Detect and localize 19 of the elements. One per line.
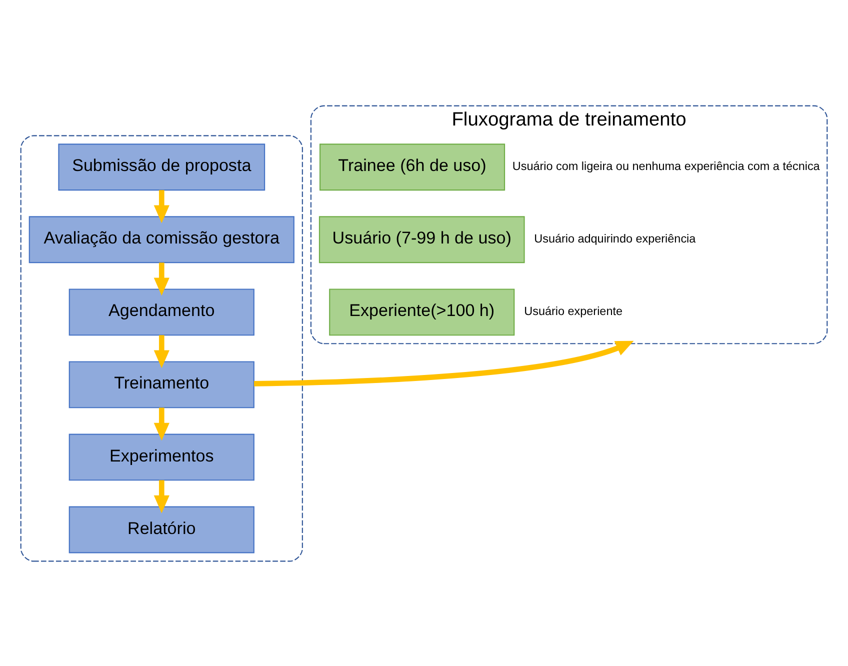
node-box: Experiente(>100 h) [329, 288, 515, 336]
arrow [254, 340, 634, 386]
node-box: Relatório [68, 506, 254, 553]
cluster [20, 134, 303, 562]
arrow [154, 262, 170, 296]
arrow [154, 407, 170, 440]
arrow [154, 190, 170, 223]
node-box: Agendamento [68, 288, 254, 336]
node-box: Trainee (6h de uso) [319, 143, 506, 190]
node-box: Usuário (7-99 h de uso) [318, 216, 525, 263]
node-label: Usuário com ligeira ou nenhuma experiência com a técnica [512, 160, 820, 173]
node-box: Treinamento [68, 360, 254, 408]
arrow [154, 480, 170, 513]
arrow [154, 334, 170, 368]
node-label: Usuário experiente [524, 304, 622, 318]
node-box: Avaliação da comissão gestora [28, 216, 294, 263]
node-box: Submissão de proposta [58, 143, 266, 190]
node-box: Experimentos [68, 433, 254, 480]
node-label: Usuário adquirindo experiência [534, 232, 696, 246]
